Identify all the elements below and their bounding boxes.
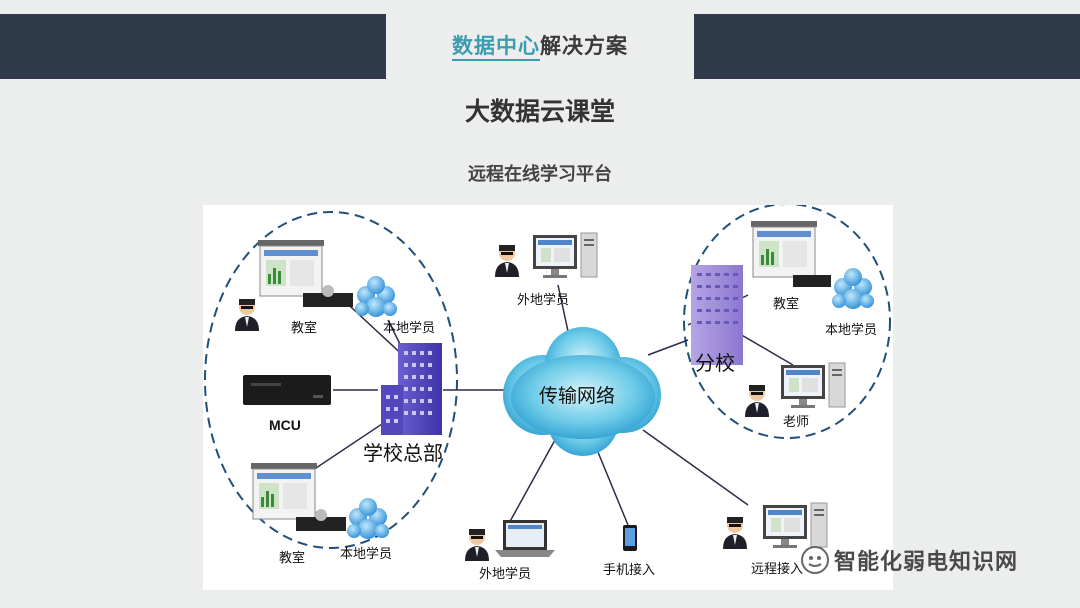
mobile-phone-icon [623,525,637,551]
branch-classroom-codec-icon [793,275,831,287]
hq-building-icon [381,343,442,435]
hq-classroom-bottom-screen-icon [250,462,318,520]
hq-local-students-bottom-icon [347,498,389,539]
branch-local-students-label: 本地学员 [825,323,878,338]
hq-classroom-bottom-label: 教室 [279,551,306,566]
hq-label: 学校总部 [363,441,443,465]
remote-student-top-label: 外地学员 [517,293,570,308]
wechat-icon [801,546,829,574]
hq-group-ellipse [204,211,458,549]
remote-student-bottom-icon [465,529,489,561]
branch-local-students-icon [832,268,874,309]
remote-student-top-pc-icon [532,232,598,279]
branch-teacher-icon [745,385,769,417]
network-diagram: 传输网络 学校总部 分校 MCU 教室 本地学员 教室 本地学员 外地学员 外地… [203,205,893,590]
transmission-network-cloud [503,327,661,456]
remote-access-label: 远程接入 [751,562,804,577]
hq-local-students-bottom-label: 本地学员 [340,547,393,562]
watermark-text: 智能化弱电知识网 [834,550,1019,575]
branch-classroom-label: 教室 [773,297,800,312]
branch-classroom-screen-icon [750,220,818,278]
mcu-label: MCU [269,417,301,433]
mobile-access-label: 手机接入 [603,563,656,578]
hq-local-students-top-label: 本地学员 [383,321,436,336]
diagram-graphics [204,205,891,561]
mcu-device-icon [243,375,331,405]
header-title: 数据中心解决方案 [386,30,694,61]
hq-teacher-top-icon [235,299,259,331]
watermark: 智能化弱电知识网 [800,543,1070,577]
remote-access-user-icon [723,517,747,549]
hq-classroom-bottom-codec-icon [296,517,346,531]
header-bar-right [694,14,1080,79]
branch-teacher-label: 老师 [783,415,810,430]
hq-classroom-top-label: 教室 [291,321,318,336]
hq-local-students-top-icon [355,276,397,317]
hq-classroom-top-codec-icon [303,293,353,307]
connection-lines [312,284,794,526]
cloud-label: 传输网络 [539,385,616,407]
branch-label: 分校 [695,351,735,375]
remote-student-top-icon [495,245,519,277]
laptop-icon [495,520,555,557]
remote-access-pc-icon [762,502,828,549]
branch-group-ellipse [683,205,891,439]
page-subtitle: 远程在线学习平台 [468,164,612,185]
branch-teacher-pc-icon [780,362,846,409]
header-bar-left [0,14,386,79]
header-title-highlight: 数据中心 [452,34,540,61]
page-title: 大数据云课堂 [464,97,615,126]
remote-student-bottom-label: 外地学员 [479,567,532,582]
hq-classroom-top-screen-icon [257,239,325,297]
header-title-rest: 解决方案 [540,34,628,58]
branch-building-icon [691,265,743,365]
